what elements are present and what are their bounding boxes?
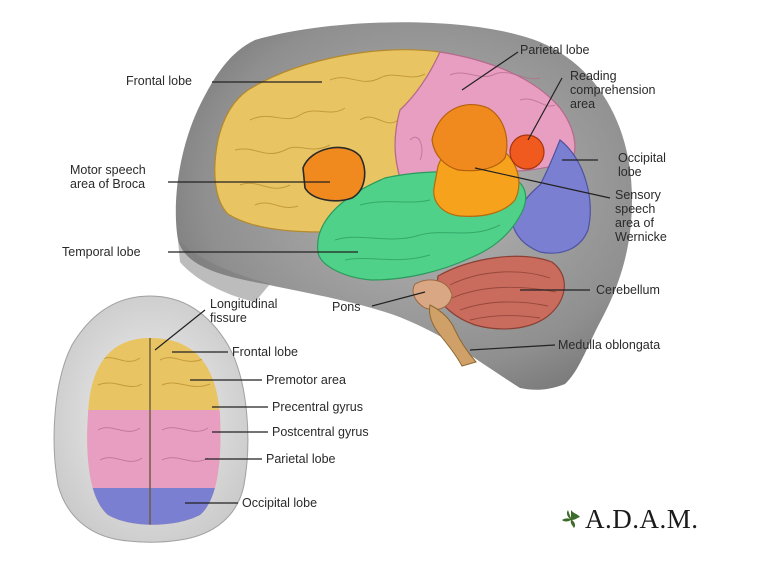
label-top-frontal-lobe: Frontal lobe [232, 345, 299, 359]
leaf-icon [562, 510, 580, 528]
leader-medulla [469, 344, 556, 351]
leader-reading-area [527, 77, 563, 141]
label-occipital-lobe: Occipital lobe [618, 151, 666, 179]
frontal-gyri-texture [234, 73, 426, 208]
broca-area [302, 146, 366, 202]
adam-logo: A.D.A.M. [560, 503, 699, 534]
sensory-association-area [431, 104, 508, 172]
label-sensory-speech-area: Sensory speech area of Wernicke [615, 188, 667, 244]
label-parietal-lobe: Parietal lobe [520, 43, 590, 57]
logo-text: A.D.A.M. [585, 503, 699, 534]
label-top-occipital-lobe: Occipital lobe [242, 496, 318, 510]
label-reading-comprehension-area: Reading comprehension area [570, 69, 656, 111]
label-premotor-area: Premotor area [266, 373, 346, 387]
label-cerebellum: Cerebellum [596, 283, 660, 297]
cerebellum-region [435, 255, 565, 330]
label-medulla-oblongata: Medulla oblongata [558, 338, 661, 352]
top-parietal-region [87, 410, 221, 495]
leader-lines [154, 51, 611, 504]
label-pons: Pons [332, 300, 361, 314]
label-postcentral-gyrus: Postcentral gyrus [272, 425, 369, 439]
label-temporal-lobe: Temporal lobe [62, 245, 141, 259]
label-longitudinal-fissure: Longitudinal fissure [210, 297, 278, 325]
occipital-lobe-region [511, 139, 591, 254]
reading-comprehension-area [509, 134, 545, 170]
top-parietal-gyri [97, 427, 209, 462]
parietal-gyri-texture [409, 72, 556, 161]
face-shadow [178, 240, 270, 302]
medulla-region [429, 304, 477, 367]
label-motor-speech-area: Motor speech area of Broca [70, 163, 146, 191]
temporal-gyri-texture [334, 199, 501, 261]
leader-longitudinal-fissure [154, 309, 206, 351]
pons-region [412, 279, 453, 310]
leader-pons [371, 291, 426, 307]
label-top-parietal-lobe: Parietal lobe [266, 452, 336, 466]
label-precentral-gyrus: Precentral gyrus [272, 400, 364, 414]
label-frontal-lobe: Frontal lobe [126, 74, 193, 88]
leader-parietal-lobe [461, 51, 519, 91]
leader-wernicke [474, 167, 611, 199]
